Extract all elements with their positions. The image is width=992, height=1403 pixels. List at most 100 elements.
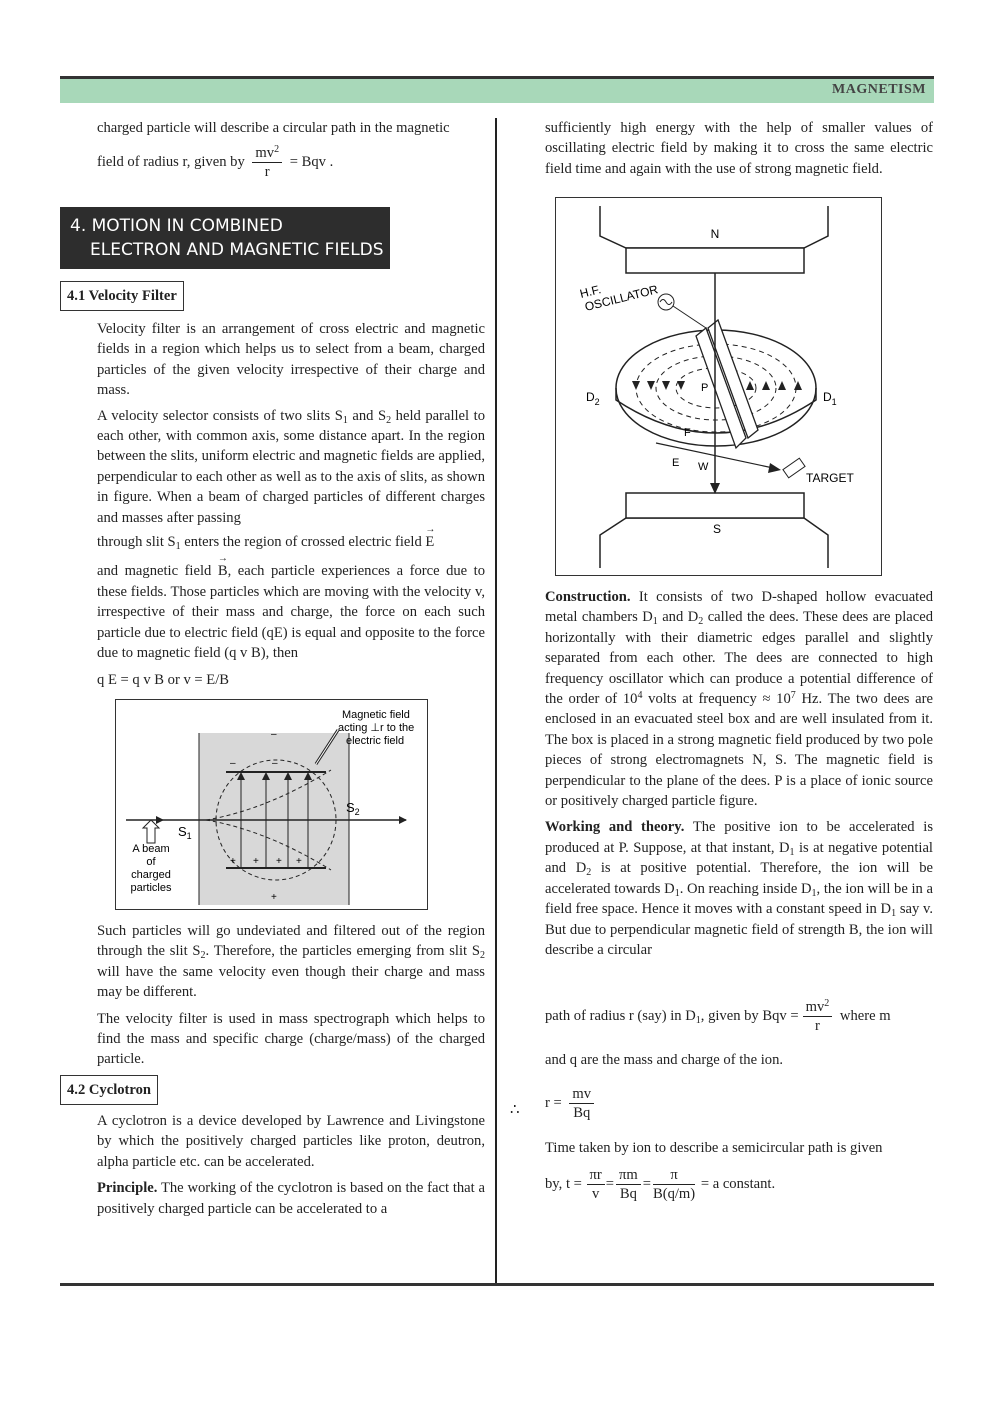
text: by, t = (545, 1175, 582, 1192)
text: = a constant. (700, 1175, 776, 1192)
numerator: πr (586, 1166, 605, 1185)
paragraph: A velocity selector consists of two slit… (97, 407, 485, 526)
text: path of radius r (say) in D (545, 1007, 696, 1024)
text: is at negative potential and D (545, 839, 933, 877)
left-column-lower: Such particles will go undeviated and fi… (97, 921, 485, 1070)
footer-rule (60, 1283, 934, 1286)
paragraph: Time taken by ion to describe a semicirc… (545, 1140, 883, 1156)
field-arrow (710, 483, 720, 494)
sine-icon (659, 299, 673, 305)
left-column: charged particle will describe a circula… (97, 118, 485, 181)
text: will have the same velocity even though … (97, 963, 485, 1001)
text: , given by Bqv = (700, 1007, 799, 1024)
subsection-heading: 4.2 Cyclotron (60, 1075, 159, 1105)
label-electric: electric field (346, 735, 404, 747)
arrow (778, 381, 786, 390)
sign: + (271, 892, 277, 903)
label-target: TARGET (806, 471, 854, 485)
velocity-filter-figure: – – – + + + + + Magnetic field acting ⊥r… (115, 699, 428, 910)
sign: + (230, 856, 236, 867)
sign: + (276, 856, 282, 867)
paragraph-wrapper: Time taken by ion to describe a semicirc… (545, 1138, 933, 1158)
text: Hz. The two dees are enclosed in an evac… (545, 691, 933, 810)
paragraph: and q are the mass and charge of the ion… (545, 1052, 784, 1068)
bold-lead: Construction. (545, 589, 631, 605)
paragraph: through slit S1 enters the region of cro… (97, 520, 485, 552)
header-band (60, 79, 934, 103)
denominator: Bq (573, 1105, 591, 1121)
equation-text: field of radius r, given by (97, 154, 245, 171)
beam-arrow-icon (141, 819, 161, 844)
arrow (632, 381, 640, 390)
arrow (647, 381, 655, 390)
arrow (304, 772, 312, 780)
text: r = (545, 1094, 562, 1111)
text: The working of the cyclotron is based on… (97, 1180, 485, 1217)
deflected-path (205, 819, 332, 871)
section-heading: 4. MOTION IN COMBINED ELECTRON AND MAGNE… (60, 207, 390, 269)
field-region (199, 733, 349, 905)
equation-line: field of radius r, given by mv2 r = Bqv … (97, 144, 485, 181)
paragraph-wrapper: and q are the mass and charge of the ion… (545, 1050, 933, 1070)
arrow (662, 381, 670, 390)
label-d1: D1 (823, 390, 837, 407)
paragraph: Such particles will go undeviated and fi… (97, 923, 485, 1001)
numerator: π (652, 1166, 696, 1185)
radius-equation-line: path of radius r (say) in D1, given by B… (545, 998, 933, 1035)
beam-label: particles (131, 882, 172, 894)
text: held parallel to each other, with common… (97, 407, 485, 526)
text: , the ion will be in a field free space.… (545, 880, 934, 918)
column-divider (495, 118, 497, 1284)
vector-e: E (425, 520, 435, 552)
north-pole-face (625, 247, 805, 274)
text: It consists of two D-shaped hollow evacu… (545, 589, 933, 626)
label-d2: D2 (586, 390, 600, 407)
sign: + (253, 856, 259, 867)
spiral-path (655, 355, 777, 421)
section-heading-line: ELECTRON AND MAGNETIC FIELDS (90, 240, 384, 260)
field-circle (215, 759, 337, 881)
denominator: Bq (619, 1186, 637, 1202)
pointer-arrow-inner (315, 729, 339, 765)
paragraph: charged particle will describe a circula… (97, 120, 450, 136)
equation-line: path of radius r (say) in D1, given by B… (545, 998, 891, 1035)
label-p: P (701, 382, 708, 394)
label-e: E (672, 457, 679, 469)
arrow (284, 772, 292, 780)
numerator: mv (569, 1085, 595, 1104)
south-pole-face (625, 492, 805, 519)
text: The positive ion to be accelerated is pr… (545, 819, 933, 856)
denominator: r (264, 164, 270, 181)
text: , each particle experiences a force due … (97, 563, 485, 662)
text: say v. But due to perpendicular magnetic… (545, 901, 934, 958)
header-rule (60, 76, 934, 79)
paragraph: and magnetic field B, each particle expe… (97, 549, 485, 663)
numerator: mv (255, 145, 275, 162)
arrow (237, 772, 245, 780)
arrow (794, 381, 802, 390)
arrow (746, 381, 754, 390)
target-icon (782, 457, 806, 479)
label-n: N (711, 227, 720, 241)
dee-rim (615, 388, 817, 434)
sign: – (272, 758, 278, 769)
sign: – (230, 758, 236, 769)
label-s: S (713, 522, 721, 536)
paragraph: Principle. The working of the cyclotron … (97, 1178, 485, 1219)
beam-label: A beam (132, 843, 169, 855)
fraction: mv2 r (252, 144, 283, 181)
label-s1: S1 (178, 824, 192, 841)
right-column-construction: Construction. It consists of two D-shape… (545, 587, 933, 960)
bold-lead: Working and theory. (545, 819, 685, 836)
arrow (399, 816, 407, 824)
dee-gap-d2 (695, 326, 747, 450)
text: where m (839, 1007, 891, 1024)
cyclotron-figure: N S H.F. OSCILLATOR D2 D1 P F E W T (555, 197, 882, 576)
paragraph: A cyclotron is a device developed by Law… (97, 1113, 485, 1170)
label-hf: H.F. (578, 282, 602, 301)
paragraph: sufficiently high energy with the help o… (545, 120, 933, 177)
